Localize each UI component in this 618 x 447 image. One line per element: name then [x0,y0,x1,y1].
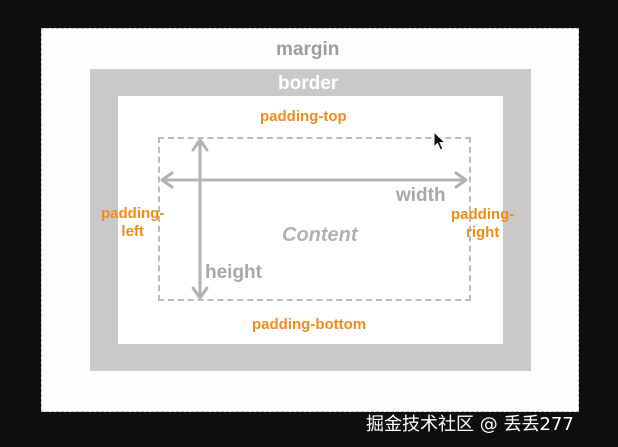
width-label: width [396,185,446,206]
content-area [158,137,471,301]
border-label: border [278,73,339,94]
padding-right-label: padding- right [451,206,514,242]
padding-left-label-line1: padding- [101,205,165,222]
content-label: Content [282,224,358,246]
padding-right-label-line2: right [466,224,500,241]
height-label: height [205,262,262,283]
margin-label: margin [276,39,340,60]
padding-left-label: padding- left [101,205,164,241]
padding-left-label-line2: left [121,223,144,240]
padding-right-label-line1: padding- [451,206,515,223]
padding-top-label: padding-top [260,108,347,125]
padding-bottom-label: padding-bottom [252,316,367,333]
watermark-text: 掘金技术社区 @ 丢丢277 [366,414,574,435]
mouse-pointer-icon [433,131,447,151]
